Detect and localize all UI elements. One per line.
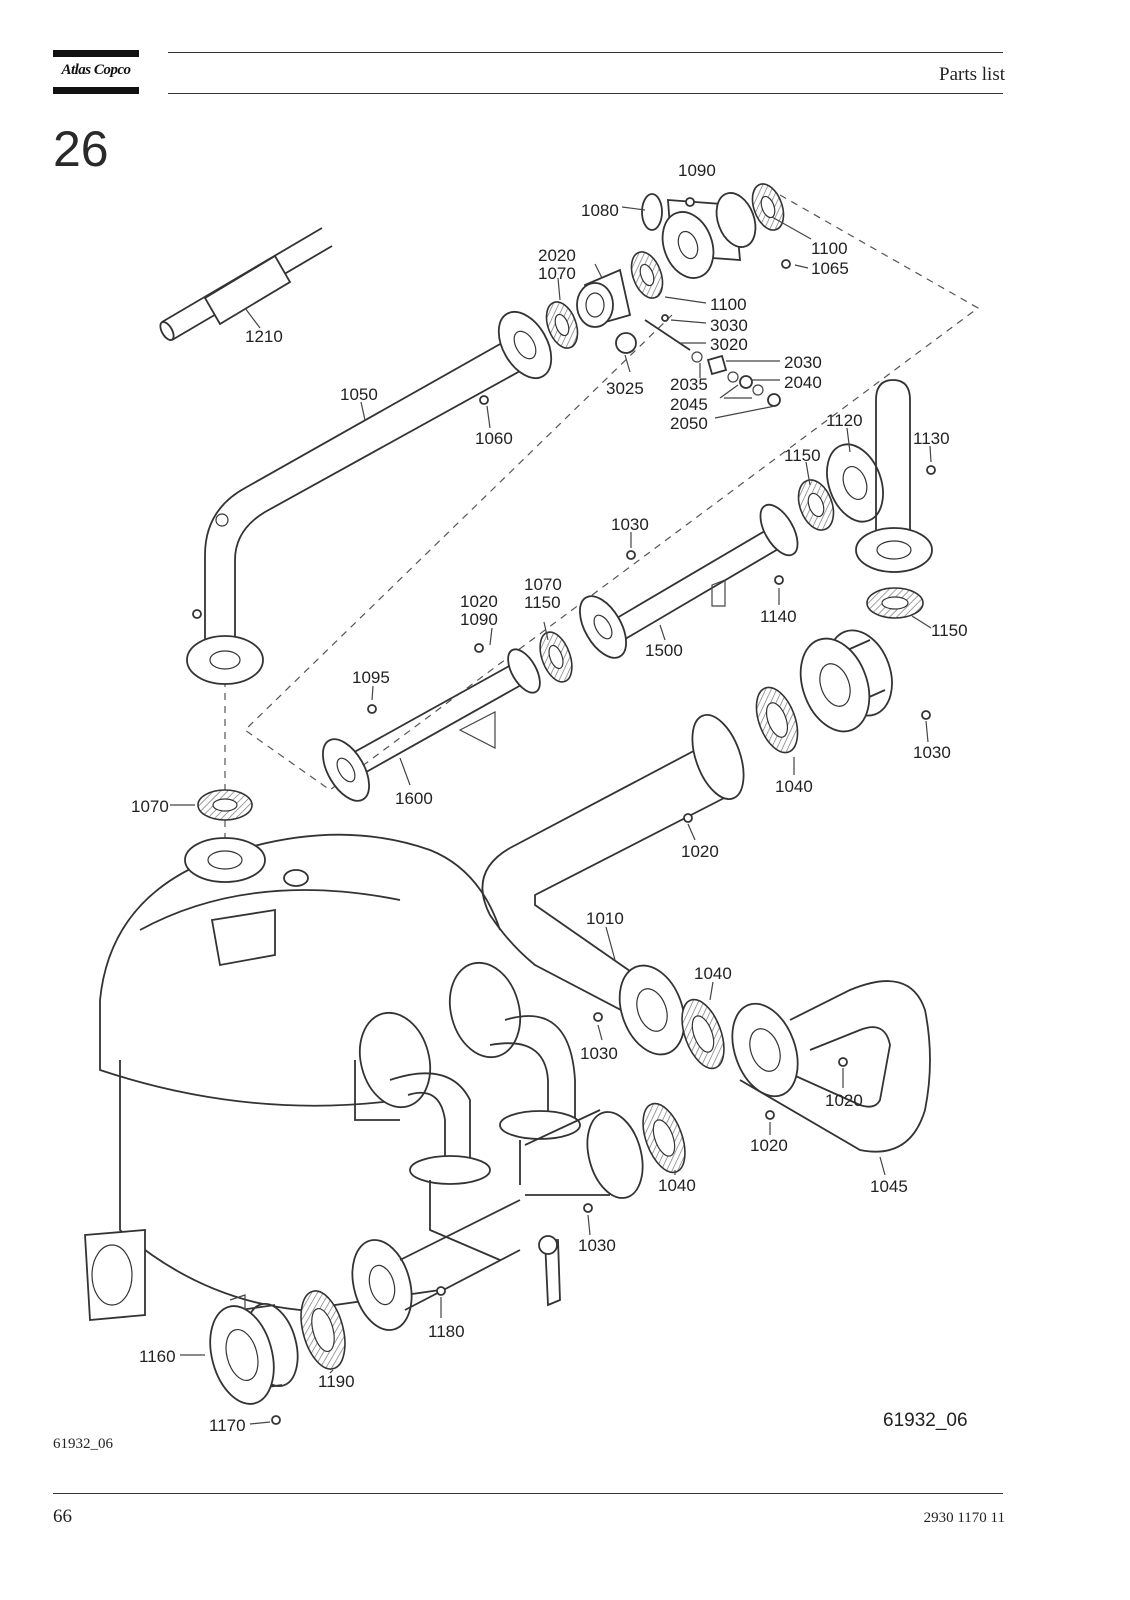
- part-label: 2050: [670, 414, 708, 433]
- part-label: 1030: [580, 1044, 618, 1063]
- hose-1210: [159, 227, 333, 341]
- reducer-1160: [209, 1294, 299, 1405]
- header-rule-bottom: [168, 93, 1003, 94]
- pipe-1500: [579, 503, 799, 659]
- logo-bottom-bar: [53, 87, 139, 94]
- header-rule-top: [168, 52, 1003, 53]
- gasket-1040-lower: [642, 1102, 686, 1174]
- part-label: 1080: [581, 201, 619, 220]
- part-label: 1600: [395, 789, 433, 808]
- part-label: 1020: [681, 842, 719, 861]
- riser-1120: [797, 379, 933, 619]
- part-label: 1095: [352, 668, 390, 687]
- document-number: 2930 1170 11: [923, 1510, 1005, 1526]
- part-label: 1030: [578, 1236, 616, 1255]
- separator-vessel: [84, 833, 644, 1331]
- part-label: 3025: [606, 379, 644, 398]
- part-label: 1040: [658, 1176, 696, 1195]
- part-label: 1040: [775, 777, 813, 796]
- assembly-boundary: [224, 194, 980, 840]
- drawing-id: 61932_06: [883, 1410, 968, 1431]
- gasket-1070-1150-mid: [539, 631, 573, 683]
- section-number: 26: [53, 121, 109, 177]
- gasket-1190: [300, 1290, 346, 1370]
- part-label: 1020: [460, 592, 498, 611]
- part-label: 2020: [538, 246, 576, 265]
- gasket-1040-right: [681, 998, 725, 1070]
- part-label: 1020: [825, 1091, 863, 1110]
- figure-reference: 61932_06: [53, 1436, 113, 1452]
- page-number: 66: [53, 1506, 72, 1527]
- leader-lines: [170, 206, 932, 1425]
- logo-top-bar: [53, 50, 139, 57]
- part-label: 1090: [460, 610, 498, 629]
- part-label: 1170: [209, 1416, 246, 1435]
- part-label: 2035: [670, 375, 708, 394]
- part-label: 1010: [586, 909, 624, 928]
- footer-rule: [53, 1493, 1003, 1494]
- part-label: 1020: [750, 1136, 788, 1155]
- part-label: 1040: [694, 964, 732, 983]
- fittings-2030-2050: [615, 319, 781, 407]
- part-label: 1140: [760, 607, 797, 626]
- coupling-2020: [545, 251, 664, 349]
- part-label: 1190: [318, 1372, 355, 1391]
- section-title: Parts list: [939, 64, 1005, 85]
- part-label: 1070: [524, 575, 562, 594]
- part-label: 2045: [670, 395, 708, 414]
- part-label: 1045: [870, 1177, 908, 1196]
- exploded-parts-drawing: 1090 1080 1100 1065 2020 1070 1100 3030 …: [84, 161, 980, 1435]
- part-label: 3030: [710, 316, 748, 335]
- part-label: 1180: [428, 1322, 465, 1341]
- part-label: 1060: [475, 429, 513, 448]
- gasket-1070-lower: [197, 789, 253, 821]
- part-label: 1050: [340, 385, 378, 404]
- part-label: 1070: [538, 264, 576, 283]
- pipe-1050: [186, 311, 553, 685]
- part-label: 2030: [784, 353, 822, 372]
- part-label: 1100: [811, 239, 848, 258]
- pipe-1600: [322, 648, 541, 802]
- part-label: 1150: [784, 446, 821, 465]
- part-label: 3020: [710, 335, 748, 354]
- part-label: 1130: [913, 429, 950, 448]
- part-label: 1150: [524, 593, 561, 612]
- logo-text: Atlas Copco: [61, 62, 131, 78]
- part-label: 1090: [678, 161, 716, 180]
- expansion-joint: [755, 629, 893, 754]
- u-bend-1045: [731, 980, 931, 1153]
- valve-1080-1090: [641, 183, 785, 279]
- part-label: 1160: [139, 1347, 176, 1366]
- part-label: 2040: [784, 373, 822, 392]
- part-label: 1210: [245, 327, 283, 346]
- part-label: 1065: [811, 259, 849, 278]
- part-label: 1030: [611, 515, 649, 534]
- part-label: 1150: [931, 621, 968, 640]
- part-label: 1070: [131, 797, 169, 816]
- fasteners: [192, 197, 936, 1425]
- atlas-copco-logo: Atlas Copco: [53, 50, 139, 94]
- pipe-1010: [481, 714, 745, 1056]
- part-label: 1100: [710, 295, 747, 314]
- part-label: 1120: [826, 411, 863, 430]
- part-label: 1030: [913, 743, 951, 762]
- part-label: 1500: [645, 641, 683, 660]
